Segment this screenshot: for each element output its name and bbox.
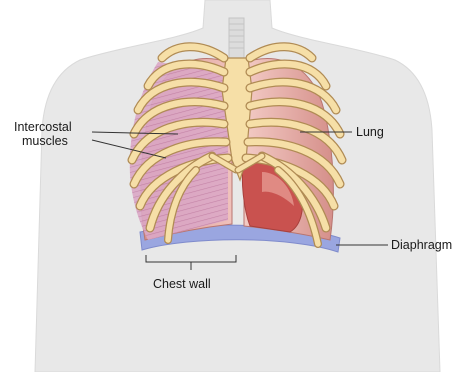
- label-lung: Lung: [356, 125, 384, 139]
- label-intercostal-line1: Intercostal: [14, 120, 72, 134]
- trachea: [229, 18, 244, 58]
- label-diaphragm: Diaphragm: [391, 238, 452, 252]
- label-intercostal-line2: muscles: [22, 134, 68, 148]
- label-chest-wall: Chest wall: [153, 277, 211, 291]
